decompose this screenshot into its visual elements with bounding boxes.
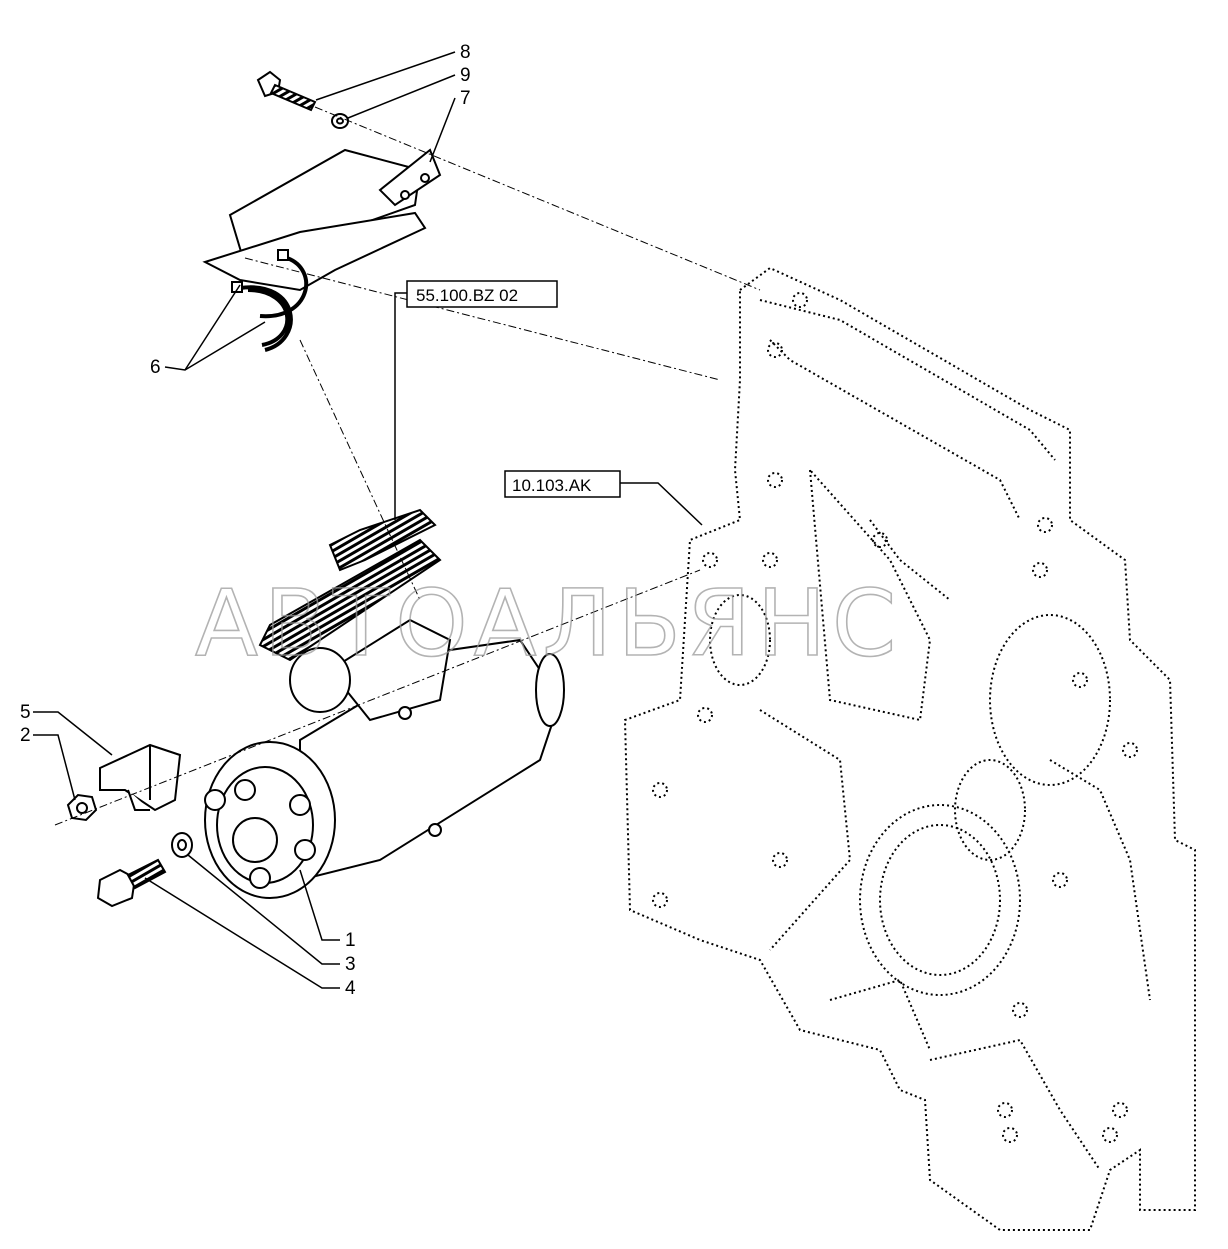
callout-9: 9 bbox=[460, 65, 471, 86]
bolt-8 bbox=[256, 70, 317, 112]
reference-box-10-103: 10.103.AK bbox=[504, 470, 621, 498]
starter-motor bbox=[204, 508, 565, 899]
heat-shield bbox=[202, 148, 442, 292]
callout-4: 4 bbox=[345, 978, 356, 999]
reference-10-103-label: 10.103.AK bbox=[512, 476, 592, 495]
callout-numbers: 8 9 7 6 5 2 1 3 4 bbox=[20, 42, 471, 999]
nut-2 bbox=[66, 793, 98, 822]
washer-3 bbox=[171, 832, 193, 858]
callout-3: 3 bbox=[345, 954, 356, 975]
watermark: АВТОАЛЬЯНС bbox=[195, 570, 902, 677]
leader-lines bbox=[33, 51, 703, 989]
callout-5: 5 bbox=[20, 702, 31, 723]
washer-9 bbox=[331, 113, 349, 129]
callout-1: 1 bbox=[345, 930, 356, 951]
assembly-lines bbox=[54, 106, 761, 826]
harness-clips bbox=[231, 249, 309, 352]
callout-8: 8 bbox=[460, 42, 471, 63]
callout-2: 2 bbox=[20, 725, 31, 746]
reference-box-55-100: 55.100.BZ 02 bbox=[406, 280, 558, 308]
callout-7: 7 bbox=[460, 88, 471, 109]
relay-5 bbox=[99, 743, 182, 812]
callout-6: 6 bbox=[150, 357, 161, 378]
reference-55-100-label: 55.100.BZ 02 bbox=[416, 286, 518, 305]
bolt-4 bbox=[96, 858, 167, 908]
gear-housing bbox=[623, 266, 1196, 1231]
